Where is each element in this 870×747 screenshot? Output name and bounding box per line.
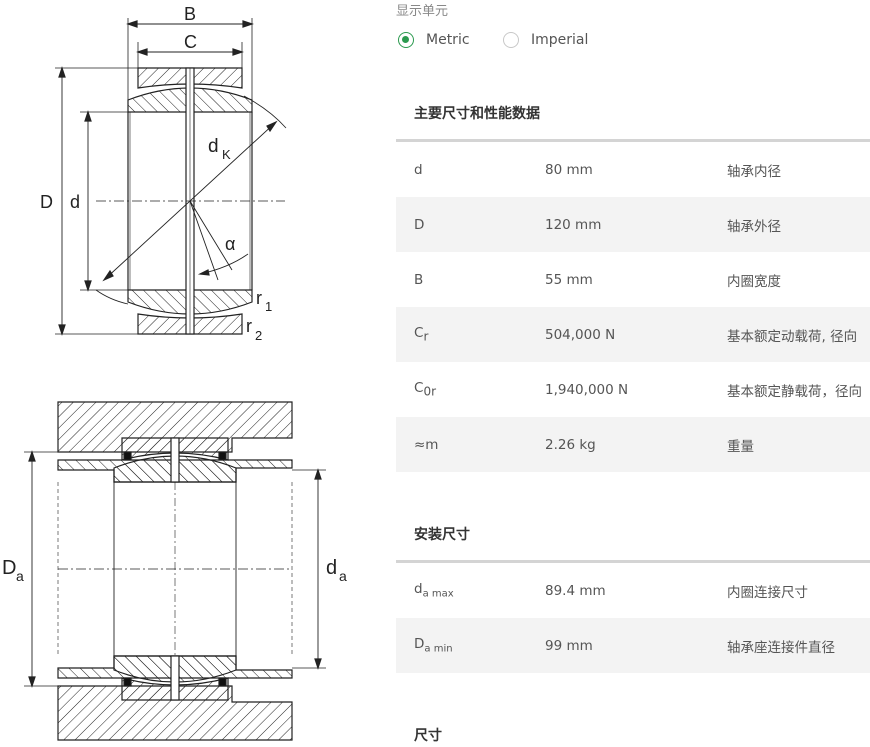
section-divider	[396, 139, 870, 142]
row-symbol-sub: a min	[424, 643, 453, 655]
row-description: 重量	[727, 438, 754, 455]
label-r2-sub: 2	[255, 328, 262, 343]
label-dK-sub: K	[222, 147, 231, 162]
row-symbol: D	[414, 216, 425, 233]
row-value: 120 mm	[545, 216, 602, 233]
radio-imperial-indicator[interactable]	[503, 32, 519, 48]
row-value: 2.26 kg	[545, 436, 596, 453]
label-alpha: α	[225, 234, 235, 254]
row-description: 内圈宽度	[727, 273, 781, 290]
label-r1: r	[256, 288, 262, 308]
row-symbol: ≈m	[414, 436, 439, 453]
row-symbol: d	[414, 161, 423, 178]
label-d: d	[70, 192, 80, 212]
row-symbol: d	[414, 581, 423, 598]
row-value: 1,940,000 N	[545, 381, 629, 398]
label-Da: D	[2, 557, 16, 579]
label-da-sub: a	[339, 568, 347, 584]
units-label: 显示单元	[396, 4, 449, 19]
label-Da-sub: a	[16, 568, 24, 584]
section-title-dimensions: 尺寸	[414, 728, 442, 744]
row-description: 基本额定静载荷，径向	[727, 383, 862, 400]
table-row: Cr 504,000 N 基本额定动载荷, 径向	[396, 307, 870, 362]
row-value: 89.4 mm	[545, 582, 606, 599]
row-symbol: D	[414, 636, 425, 653]
row-value: 55 mm	[545, 271, 593, 288]
row-value: 80 mm	[545, 161, 593, 178]
radio-metric-indicator[interactable]	[398, 32, 414, 48]
radio-metric-label: Metric	[426, 32, 470, 48]
row-symbol: C	[414, 325, 424, 342]
row-value: 99 mm	[545, 637, 593, 654]
table-row: Da min 99 mm 轴承座连接件直径	[396, 618, 870, 673]
table-row: da max 89.4 mm 内圈连接尺寸	[396, 563, 870, 618]
section-title-main: 主要尺寸和性能数据	[414, 106, 540, 122]
section-divider	[396, 560, 870, 563]
bearing-drawings: B C D d d K α r 1 r 2	[2, 4, 347, 741]
label-D: D	[40, 192, 53, 212]
table-row: B 55 mm 内圈宽度	[396, 252, 870, 307]
label-r2: r	[246, 316, 252, 336]
radio-imperial-label: Imperial	[531, 32, 589, 48]
table-row: C0r 1,940,000 N 基本额定静载荷，径向	[396, 362, 870, 417]
table-row: d 80 mm 轴承内径	[396, 142, 870, 197]
radio-metric[interactable]: Metric	[398, 29, 470, 51]
label-dK: d	[208, 136, 219, 157]
mounting-drawing	[24, 401, 326, 741]
row-symbol-sub: r	[423, 329, 429, 344]
label-C: C	[184, 32, 197, 52]
row-symbol: B	[414, 271, 424, 288]
label-B: B	[184, 4, 196, 24]
label-da: d	[326, 557, 337, 579]
label-r1-sub: 1	[265, 299, 272, 314]
section-title-mounting: 安装尺寸	[414, 527, 470, 543]
row-symbol-sub: a max	[422, 588, 454, 600]
table-row: D 120 mm 轴承外径	[396, 197, 870, 252]
radio-imperial[interactable]: Imperial	[503, 29, 588, 51]
row-description: 内圈连接尺寸	[727, 584, 808, 601]
table-row: ≈m 2.26 kg 重量	[396, 417, 870, 472]
row-description: 轴承外径	[727, 218, 781, 235]
row-symbol: C	[414, 380, 424, 397]
row-description: 轴承内径	[727, 163, 781, 180]
row-value: 504,000 N	[545, 326, 616, 343]
row-description: 轴承座连接件直径	[727, 639, 835, 656]
bearing-cross-section	[55, 18, 287, 336]
row-symbol-sub: 0r	[423, 384, 437, 399]
row-description: 基本额定动载荷, 径向	[727, 328, 858, 345]
